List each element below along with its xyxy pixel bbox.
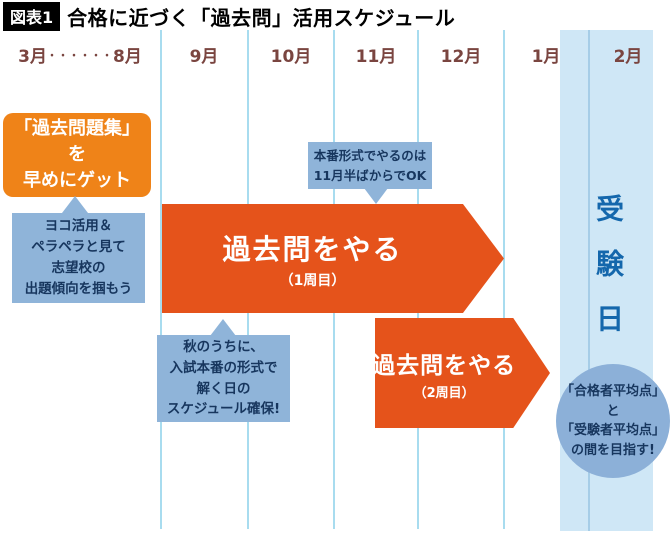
figure-tag: 図表1 xyxy=(3,2,61,31)
second-round-arrow: 過去問をやる （2周目） xyxy=(375,318,550,428)
goal-score-text: 「合格者平均点」と 「受験者平均点」 の間を目指す! xyxy=(560,384,665,458)
second-round-sublabel: （2周目） xyxy=(413,385,475,401)
first-round-label: 過去問をやる xyxy=(222,232,403,266)
yoko-usage-note: ヨコ活用＆ ペラペラと見て 志望校の 出題傾向を掴もう xyxy=(12,213,145,303)
month-divider-sep xyxy=(160,30,162,529)
figure-title: 合格に近づく「過去問」活用スケジュール xyxy=(67,6,456,30)
goal-score-circle: 「合格者平均点」と 「受験者平均点」 の間を目指す! xyxy=(556,364,670,478)
second-round-label: 過去問をやる xyxy=(372,352,517,379)
pointer-up-icon xyxy=(210,319,236,336)
real-format-timing-note: 本番形式でやるのは 11月半ばからでOK xyxy=(308,142,432,189)
month-label-oct: 10月 xyxy=(270,47,312,67)
month-label-jan: 1月 xyxy=(531,47,561,67)
exam-day-label: 受験日 xyxy=(592,194,625,359)
first-round-arrow-text: 過去問をやる （1周目） xyxy=(162,204,463,313)
first-round-sublabel: （1周目） xyxy=(279,272,346,289)
month-label-feb: 2月 xyxy=(613,47,643,67)
month-range-from: 3月 xyxy=(18,47,47,67)
first-round-arrow: 過去問をやる （1周目） xyxy=(162,204,504,313)
month-label-sep: 9月 xyxy=(189,47,219,67)
band-month-divider xyxy=(588,30,590,531)
month-range-to: 8月 xyxy=(113,47,142,67)
month-range-dots: ・・・・・・ xyxy=(47,51,113,62)
month-label-dec: 12月 xyxy=(440,47,482,67)
month-divider-jan xyxy=(503,30,505,529)
pointer-up-icon xyxy=(62,196,88,213)
autumn-schedule-note: 秋のうちに、 入試本番の形式で 解く日の スケジュール確保! xyxy=(157,335,290,422)
pointer-down-icon xyxy=(364,188,388,204)
month-label-mar-aug: 3月・・・・・・8月 xyxy=(0,42,160,67)
month-label-nov: 11月 xyxy=(355,47,397,67)
get-workbook-early-box: 「過去問題集」 を 早めにゲット xyxy=(3,113,151,197)
second-round-arrow-text: 過去問をやる （2周目） xyxy=(372,318,517,428)
title-bar: 図表1 合格に近づく「過去問」活用スケジュール xyxy=(3,2,455,31)
